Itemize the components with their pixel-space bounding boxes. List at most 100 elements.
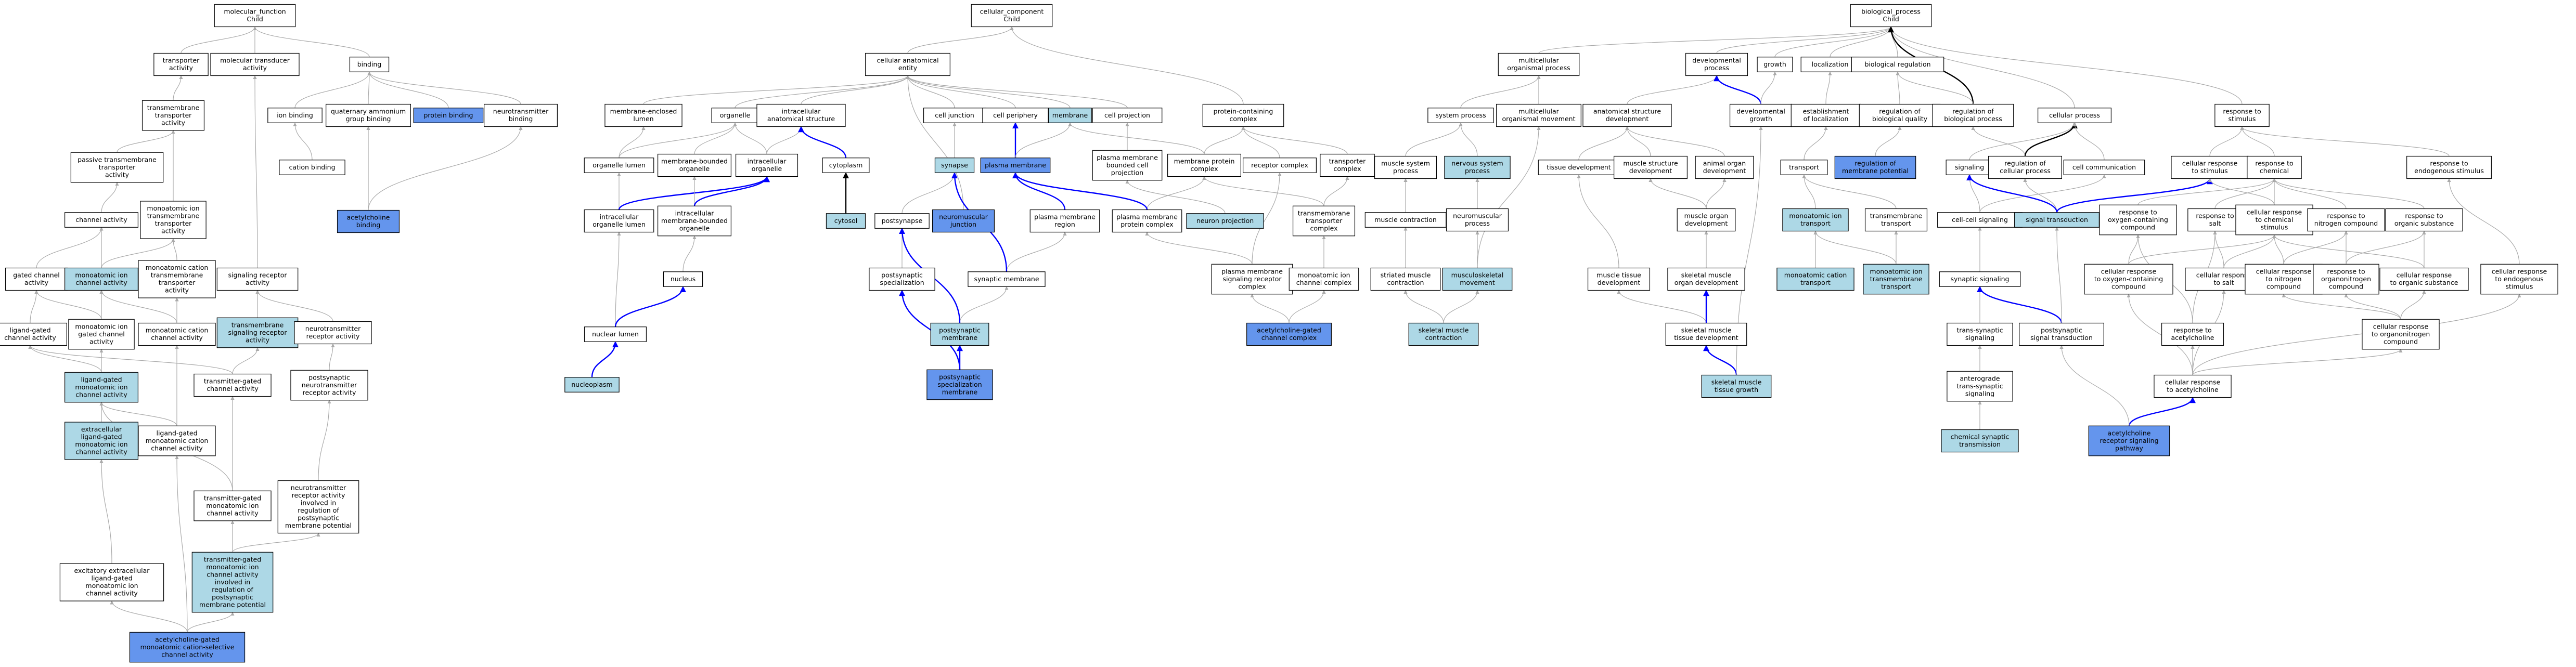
is-a-edge-postsynsigtrans-achpathway: [2059, 345, 2130, 426]
node-label-line: muscle system: [1381, 160, 1430, 167]
node-label-line: protein-containing: [1214, 108, 1273, 115]
node-box: [1850, 4, 1932, 28]
node-box: [604, 103, 682, 127]
node-label-line: extracellular: [81, 425, 122, 433]
node-label-line: ligand-gated: [156, 429, 197, 437]
is-a-edge-cellproc-regcellproc: [2024, 122, 2078, 156]
node-box: [1427, 108, 1494, 123]
node-label-line: signaling: [1955, 163, 1984, 171]
node-label-line: postsynaptic: [939, 373, 981, 381]
node-box: [1374, 155, 1437, 179]
go-term-node-nuclumen: nuclear lumen: [584, 326, 647, 342]
go-term-node-cytoplasm: cytoplasm: [822, 158, 870, 173]
node-label-line: organonitrogen: [2321, 275, 2371, 283]
node-label-line: biological regulation: [1864, 60, 1930, 68]
is-a-edge-binding-ionbind: [294, 71, 371, 108]
node-box: [663, 271, 703, 287]
node-label-line: junction: [950, 220, 976, 228]
is-a-edge-striated-skelcontr: [1403, 290, 1444, 323]
is-a-edge-cellrespoxy-cellrespach: [2127, 294, 2193, 375]
node-label-line: cell periphery: [993, 111, 1038, 119]
is-a-edge-cellrespchem-cellresporgsub: [2272, 234, 2425, 268]
node-label-line: activity: [246, 336, 270, 344]
node-box: [1729, 103, 1793, 127]
node-label-line: monoatomic ion: [147, 204, 199, 212]
node-box: [138, 425, 216, 456]
node-box: [216, 267, 299, 291]
node-label-line: activity: [243, 64, 267, 72]
go-term-node-excit: excitatory extracellularligand-gatedmono…: [59, 563, 164, 601]
node-box: [2154, 374, 2232, 398]
is-a-edge-transport-monoiontransport: [1802, 174, 1816, 209]
node-box: [141, 100, 205, 131]
node-label-line: acetylcholine-gated: [1257, 326, 1321, 334]
node-label-line: organelle: [679, 224, 710, 232]
node-label-line: channel activity: [207, 385, 259, 393]
node-label-line: nucleoplasm: [571, 381, 612, 388]
node-label-line: stimulus: [2229, 115, 2256, 123]
node-box: [1587, 267, 1651, 291]
node-label-line: salt: [2209, 219, 2221, 227]
node-label-line: membrane: [1052, 111, 1088, 119]
is-a-edge-cae-nmj: [906, 75, 964, 210]
node-label-line: transporter: [99, 163, 136, 171]
is-a-edge-signaling-sigtrans: [1966, 174, 2058, 213]
node-label-line: channel activity: [151, 444, 203, 452]
node-label-line: development: [1629, 167, 1672, 175]
node-box: [657, 205, 731, 237]
node-label-line: protein binding: [423, 111, 473, 119]
node-label-line: striated muscle: [1381, 271, 1431, 279]
node-label-line: development: [1685, 219, 1728, 227]
node-label-line: entity: [898, 64, 918, 72]
node-box: [1695, 155, 1754, 179]
node-box: [1498, 53, 1580, 76]
node-box: [2063, 160, 2145, 175]
node-label-line: to chemical: [2256, 216, 2294, 224]
is-a-edge-extralg-excit: [99, 459, 112, 564]
node-label-line: receptor complex: [1251, 161, 1308, 169]
is-a-edge-bp-respstim: [1889, 26, 2243, 104]
node-box: [2171, 155, 2249, 179]
node-box: [1864, 208, 1928, 232]
node-label-line: chemical: [2260, 167, 2289, 175]
node-box: [934, 158, 975, 173]
node-label-line: skeletal muscle: [1711, 378, 1762, 386]
node-label-line: cytoplasm: [829, 161, 863, 169]
go-term-node-sysproc: system process: [1427, 108, 1494, 123]
node-box: [822, 158, 870, 173]
is-a-edge-cellrespnitro-cellresporgnitro: [2282, 294, 2401, 320]
node-label-line: bounded cell: [1106, 161, 1148, 169]
node-label-line: ligand-gated: [81, 433, 122, 441]
go-term-node-cellperiph: cell periphery: [982, 108, 1049, 123]
is-a-edge-protcontcomplex-reccomplex: [1241, 126, 1280, 158]
node-box: [932, 209, 995, 233]
node-box: [1029, 209, 1100, 233]
node-label-line: Child: [247, 15, 263, 23]
node-box: [1800, 57, 1860, 72]
node-label-line: channel activity: [151, 334, 203, 342]
is-a-edge-regcellproc-sigtrans: [2023, 178, 2057, 213]
go-term-node-monoiontmt: monoatomic iontransmembranetransporterac…: [140, 201, 207, 239]
is-a-edge-cellproc-cellcomm: [2072, 122, 2105, 160]
is-a-edge-excit-achgated: [110, 600, 188, 633]
is-a-edge-cae-intracellanat: [801, 75, 910, 104]
node-label-line: plasma membrane: [1097, 153, 1158, 161]
node-label-line: neurotransmitter: [302, 381, 357, 389]
go-term-node-organelle: organelle: [711, 108, 759, 123]
is-a-edge-nuclumen-nucleoplasm: [591, 341, 619, 377]
